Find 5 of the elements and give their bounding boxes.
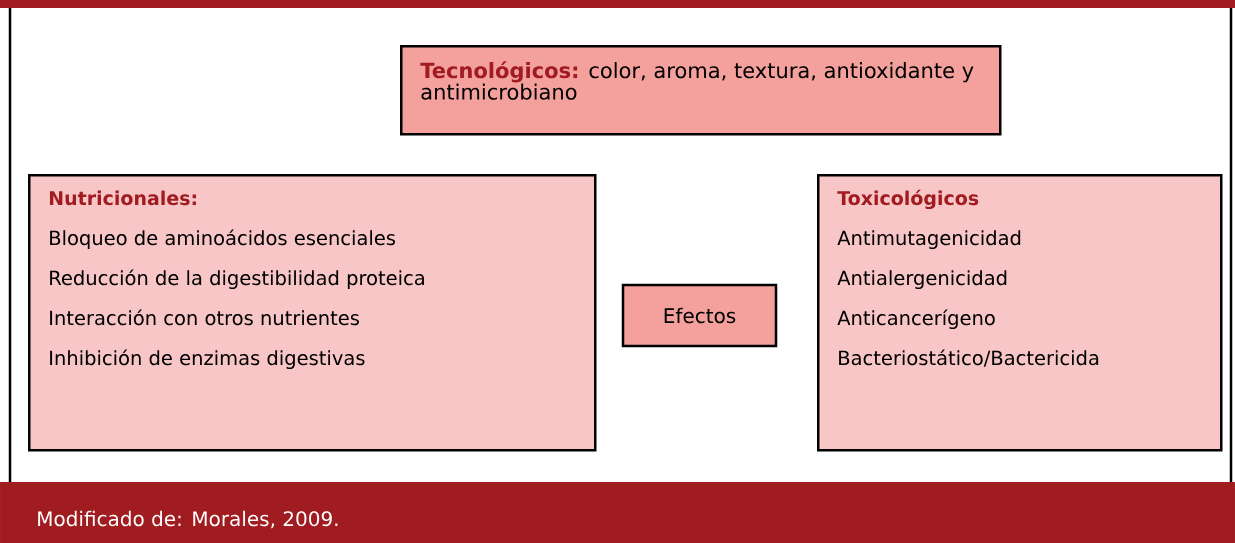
center-box: Efectos <box>621 283 778 348</box>
caption: Modificado de: Morales, 2009. <box>38 510 338 529</box>
effect-box: Tecnológicos: color, aroma, textura, antioxidante y antimicrobiano <box>400 45 1002 136</box>
category-box: Nutricionales: Bloqueo de aminoácidos esenciales Reducción de la digestibilidad proteica Interacción con otros nutrientes Inhibición de enzimas digestivas <box>28 174 597 452</box>
category-box: Toxicológicos Antimutagenicidad Antialergenicidad Anticancerígeno Bacteriostático/Bactericida <box>817 174 1223 452</box>
